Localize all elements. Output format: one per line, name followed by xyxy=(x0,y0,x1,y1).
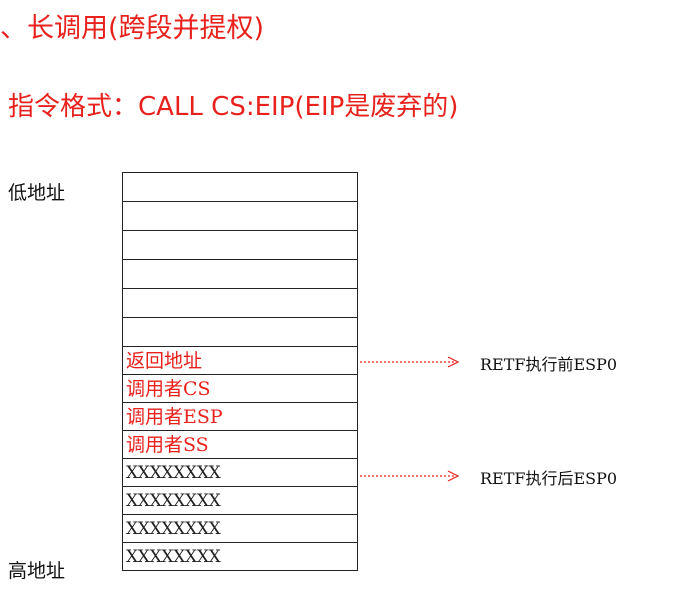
dashed-arrow-icon xyxy=(360,356,460,368)
esp0-after-retf-label: RETF执行后ESP0 xyxy=(480,469,618,488)
stack-cell-filler: XXXXXXXX xyxy=(123,487,357,515)
stack-cell xyxy=(123,318,357,347)
stack-cell-filler: XXXXXXXX xyxy=(123,515,357,543)
stack-cell-caller-cs: 调用者CS xyxy=(123,375,357,403)
stack-cell xyxy=(123,231,357,260)
stack-cell-caller-esp: 调用者ESP xyxy=(123,403,357,431)
stack-diagram: 返回地址 调用者CS 调用者ESP 调用者SS XXXXXXXX XXXXXXX… xyxy=(122,172,358,571)
stack-cell xyxy=(123,260,357,289)
dashed-arrow-icon xyxy=(360,470,460,482)
stack-cell xyxy=(123,289,357,318)
stack-cell-filler: XXXXXXXX xyxy=(123,543,357,571)
stack-cell-return-address: 返回地址 xyxy=(123,347,357,375)
instruction-format-line: 指令格式：CALL CS:EIP(EIP是废弃的) xyxy=(8,92,459,122)
stack-cell-filler: XXXXXXXX xyxy=(123,459,357,487)
stack-cell xyxy=(123,173,357,202)
stack-cell xyxy=(123,202,357,231)
high-address-label: 高地址 xyxy=(8,560,66,582)
stack-cell-caller-ss: 调用者SS xyxy=(123,431,357,459)
section-heading: 、长调用(跨段并提权) xyxy=(0,13,265,44)
low-address-label: 低地址 xyxy=(8,182,66,204)
esp0-before-retf-label: RETF执行前ESP0 xyxy=(480,355,618,374)
